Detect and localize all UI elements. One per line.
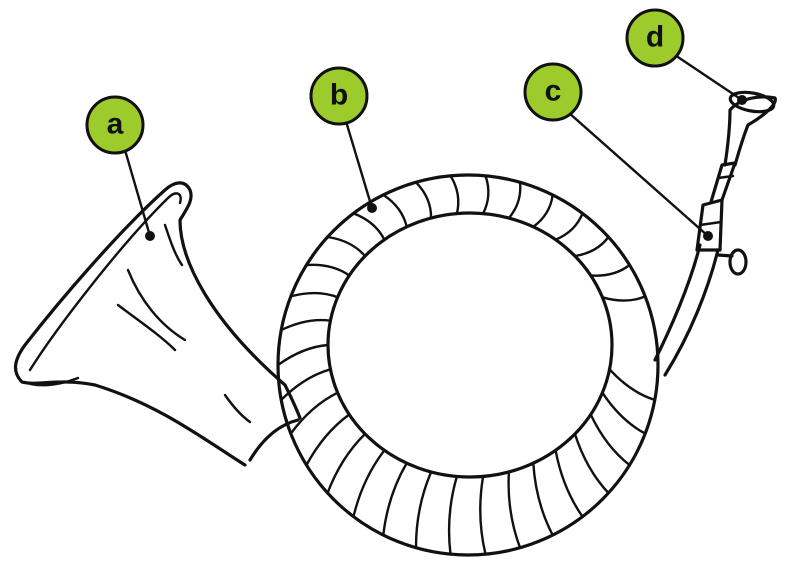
leadpipe-outer (653, 243, 702, 362)
coil-wrap-segment (589, 263, 631, 277)
bell-stroke-4 (223, 393, 252, 424)
label-a-text: a (107, 108, 124, 141)
coil-wrap-segment (447, 475, 459, 556)
coil-wrap-segment (532, 193, 554, 228)
label-badge-a: a (85, 95, 145, 155)
thumb-screw-knob (728, 248, 748, 276)
coil-wrap-segment (276, 343, 330, 367)
leader-line-c (558, 103, 710, 238)
badge-b-circle (309, 66, 369, 126)
coil-wrap-segment (554, 212, 584, 241)
label-badge-c: c (523, 62, 583, 122)
coil-wrap-segment (352, 449, 386, 518)
leader-dot-b (367, 203, 377, 213)
bell-joint-band (248, 418, 300, 462)
coil-wrap-segment (289, 391, 339, 435)
label-badge-d: d (625, 8, 685, 68)
mouthpiece-cup (723, 95, 777, 167)
coil-wrap-segment (326, 235, 367, 258)
coil-wrap-segment (414, 470, 433, 549)
coil-wrap-segment (589, 413, 631, 467)
coil-wrap-segment (481, 174, 490, 215)
coil-wrap-segment (305, 263, 351, 277)
coil-wrap-segment (479, 475, 487, 556)
coil-wrap-segment (326, 432, 367, 495)
bell-outline (14, 181, 287, 467)
coil-wrap-segment (573, 235, 610, 258)
leader-dot-a (145, 231, 155, 241)
coil-wrap-segment (507, 181, 522, 220)
coil-wrap-segment (554, 449, 584, 518)
coil-wrap-segments (276, 174, 656, 556)
bell-joint-band-2 (283, 383, 302, 420)
coil-wrap-segment (382, 462, 408, 537)
mouthpiece-collar (716, 174, 735, 180)
leader-line-a (123, 148, 152, 238)
coil-wrap-segment (280, 368, 332, 402)
coil-wrap-segment (382, 193, 408, 228)
badge-d-circle (625, 8, 685, 68)
label-c-text: c (545, 75, 562, 108)
bell-stroke-3 (163, 223, 184, 267)
coil-wrap-segment (305, 413, 351, 467)
leadpipe-inner (663, 248, 720, 377)
mouthpiece-shank (709, 161, 737, 204)
bell-stroke-2 (126, 268, 187, 342)
leader-line-b (343, 116, 374, 210)
horn-illustration (14, 90, 777, 557)
bell-rim-lip (23, 376, 80, 387)
mouthpiece-rim (728, 90, 776, 114)
badge-c-circle (523, 62, 583, 122)
leader-lines (123, 43, 747, 241)
bell-rim-inner (28, 192, 182, 372)
leader-dot-c (703, 231, 713, 241)
coil-inner-outline (326, 211, 614, 479)
coil-wrap-segment (352, 212, 386, 241)
coil-wrap-segment (289, 291, 339, 299)
bell-stroke-1 (116, 303, 177, 352)
coil-wrap-segment (601, 391, 647, 435)
coil-wrap-segment (449, 174, 460, 215)
coil-wrap-segment (507, 470, 522, 549)
coil-wrap-segment (280, 318, 332, 332)
leader-dot-d (737, 95, 747, 105)
coil-wrap-segment (608, 368, 656, 402)
coil-outer-outline (276, 173, 660, 557)
coil-wrap-segment (601, 295, 647, 302)
coil-wrap-segment (532, 462, 554, 537)
label-d-text: d (646, 21, 664, 54)
label-badge-b: b (309, 66, 369, 126)
coil-wrap-segment (414, 181, 433, 220)
badge-a-circle (85, 95, 145, 155)
coil-wrap-segment (573, 432, 610, 495)
label-b-text: b (330, 79, 348, 112)
tuning-ferrule-band (698, 220, 723, 227)
